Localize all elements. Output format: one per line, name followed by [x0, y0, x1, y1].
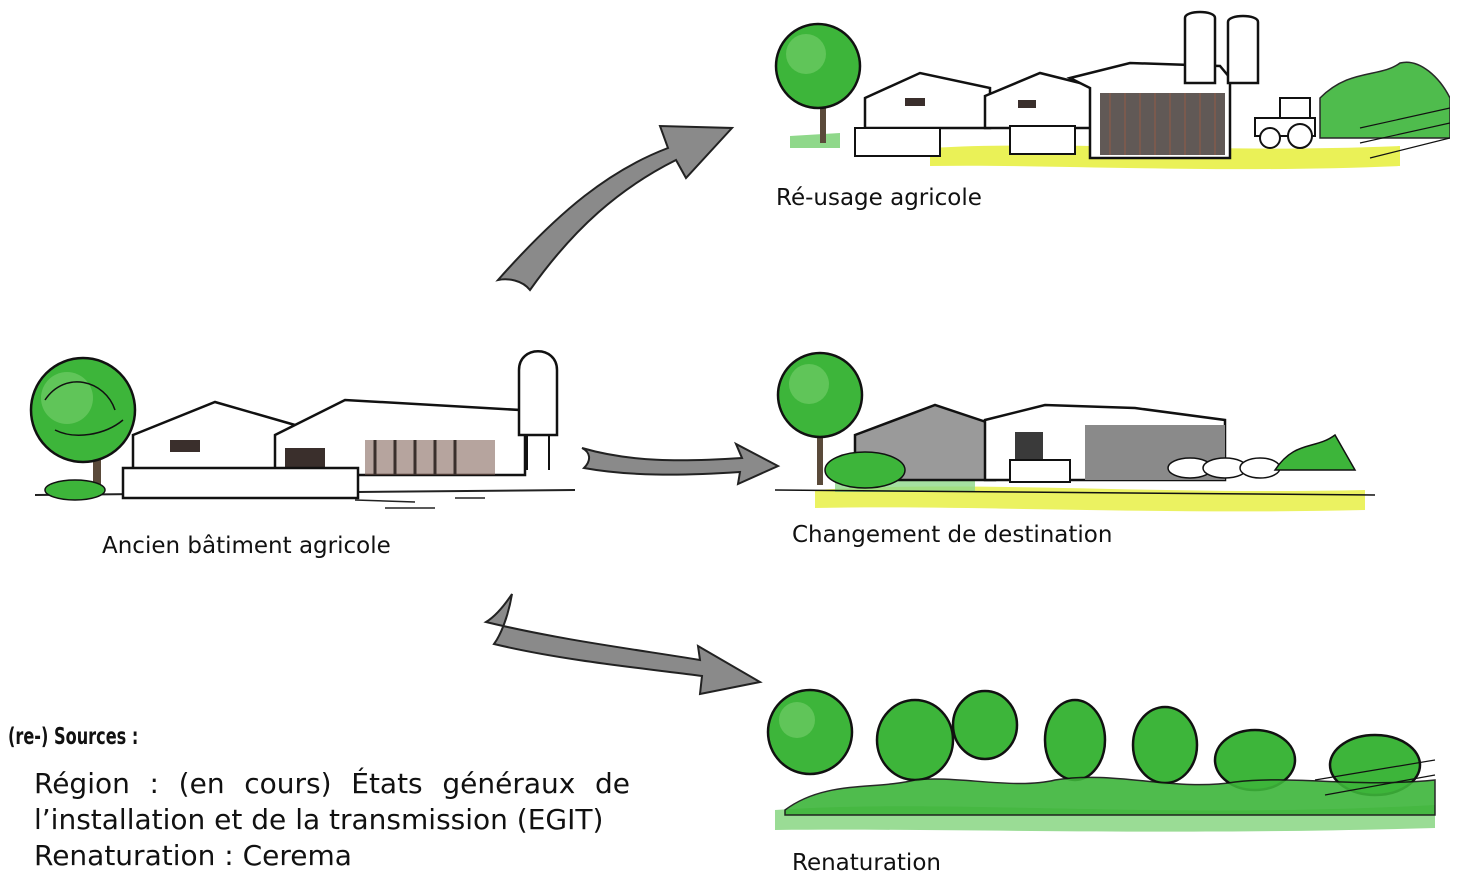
word: (en	[178, 767, 225, 800]
reuse-illustration	[774, 10, 1450, 170]
old-farm-illustration	[29, 350, 576, 509]
arrow-to-renaturation	[483, 593, 763, 696]
caption-old-farm: Ancien bâtiment agricole	[102, 533, 391, 559]
sources-text: Région : (en cours) États généraux de l’…	[34, 766, 630, 874]
sources-line-2: l’installation et de la transmission (EG…	[34, 803, 604, 836]
caption-change: Changement de destination	[792, 522, 1113, 548]
word: cours)	[244, 767, 332, 800]
word: États	[351, 767, 423, 800]
caption-reuse: Ré-usage agricole	[776, 185, 982, 211]
change-illustration	[775, 351, 1375, 512]
arrow-to-reuse	[495, 124, 735, 292]
sources-line-1: Région : (en cours) États généraux de	[34, 766, 630, 802]
word: de	[595, 767, 630, 800]
sources-line-3: Renaturation : Cerema	[34, 839, 352, 872]
renaturation-illustration	[766, 688, 1436, 832]
caption-renaturation: Renaturation	[792, 850, 941, 876]
word: Région	[34, 767, 130, 800]
word: généraux	[442, 767, 576, 800]
word: :	[149, 767, 159, 800]
sources-title: (re-) Sources :	[8, 724, 139, 750]
arrow-to-change	[581, 441, 781, 486]
